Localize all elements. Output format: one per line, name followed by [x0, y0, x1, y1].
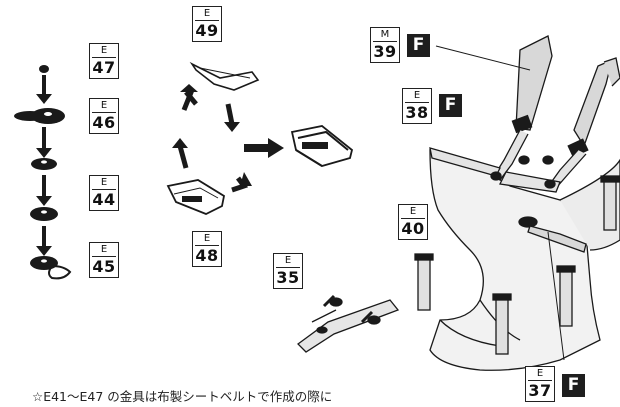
- label-e45-num: 45: [92, 257, 116, 276]
- label-e48-num: 48: [195, 246, 219, 265]
- label-e37-kit: E: [536, 368, 544, 379]
- label-e48-kit: E: [203, 233, 211, 244]
- label-e37-num: 37: [528, 381, 552, 400]
- label-e49-num: 49: [195, 21, 219, 40]
- big-right-arrow: [268, 138, 284, 158]
- label-e44: E 44: [89, 175, 119, 211]
- label-e38-kit: E: [413, 90, 421, 101]
- down-arrow-head-1: [36, 94, 52, 104]
- label-m39: M 39: [370, 27, 400, 63]
- label-e40-kit: E: [409, 206, 417, 217]
- badge-f-e38: F: [439, 94, 462, 117]
- label-e49-kit: E: [203, 8, 211, 19]
- label-m39-kit: M: [380, 29, 390, 40]
- badge-f-m39: F: [407, 34, 430, 57]
- label-e45: E 45: [89, 242, 119, 278]
- label-e48: E 48: [192, 231, 222, 267]
- crotch-strap: [527, 225, 587, 253]
- label-e37: E 37: [525, 366, 555, 402]
- label-e44-kit: E: [100, 177, 108, 188]
- label-e46: E 46: [89, 98, 119, 134]
- center-buckle: [518, 216, 538, 228]
- side-belt-3: [559, 269, 573, 327]
- badge-f-e37: F: [562, 374, 585, 397]
- label-e46-kit: E: [100, 100, 108, 111]
- label-e35-num: 35: [276, 268, 300, 287]
- label-e38-num: 38: [405, 103, 429, 122]
- side-belt-1: [417, 257, 431, 311]
- part-e47-pin: [39, 65, 49, 73]
- buckle-assembly-stack: [14, 65, 72, 280]
- side-belt-2: [495, 297, 509, 355]
- label-e47-num: 47: [92, 58, 116, 77]
- label-e47-kit: E: [100, 45, 108, 56]
- label-e46-num: 46: [92, 113, 116, 132]
- part-e44-disc: [30, 207, 58, 221]
- label-e45-kit: E: [100, 244, 108, 255]
- side-belt-4: [603, 179, 617, 231]
- latch-assembly: [166, 61, 354, 215]
- label-e35: E 35: [273, 253, 303, 289]
- label-e38: E 38: [402, 88, 432, 124]
- seat-harness-drawing: [414, 35, 620, 371]
- label-e40-num: 40: [401, 219, 425, 238]
- shoulder-strap-left: [515, 35, 553, 131]
- part-washer: [31, 158, 57, 170]
- label-e35-kit: E: [284, 255, 292, 266]
- part-e45-clip: [30, 256, 58, 270]
- label-e49: E 49: [192, 6, 222, 42]
- label-e47: E 47: [89, 43, 119, 79]
- assembly-note: ☆E41～E47 の金具は布製シートベルトで作成の際に: [32, 389, 333, 404]
- label-m39-num: 39: [373, 42, 397, 61]
- shoulder-strap-right: [573, 58, 613, 148]
- label-e44-num: 44: [92, 190, 116, 209]
- part-e49: [189, 61, 260, 91]
- strap-e35: [297, 294, 400, 353]
- label-e40: E 40: [398, 204, 428, 240]
